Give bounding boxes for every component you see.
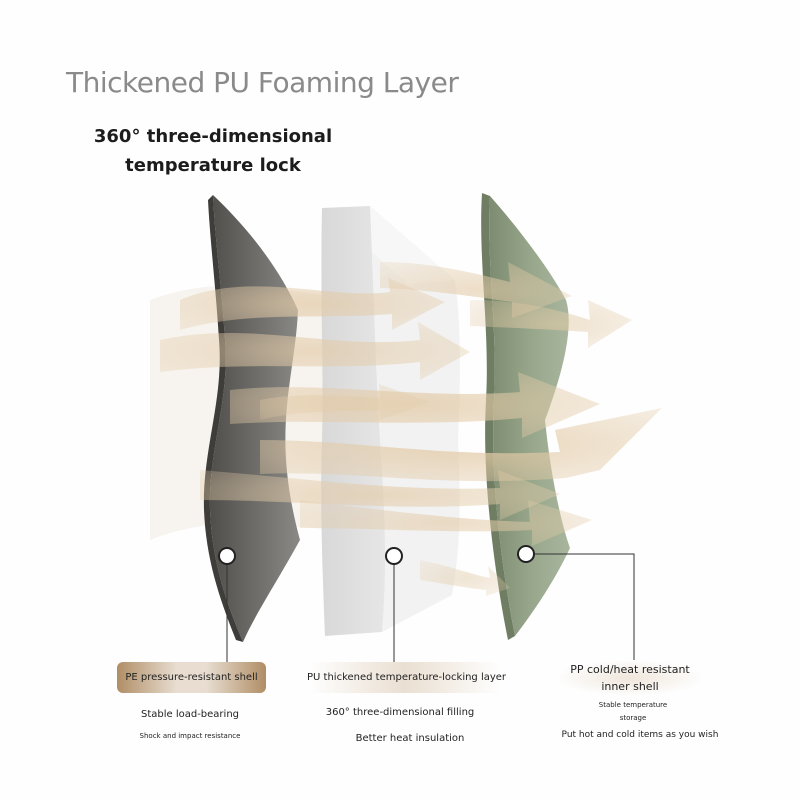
marker-pe <box>218 547 236 565</box>
pu-detail-2: Better heat insulation <box>355 733 465 744</box>
pp-detail-1: Stable temperature <box>598 701 668 709</box>
pu-detail-1: 360° three-dimensional filling <box>325 707 475 718</box>
pp-detail-3: Put hot and cold items as you wish <box>561 730 719 740</box>
marker-pp <box>517 545 535 563</box>
page-subtitle: 360° three-dimensional temperature lock <box>93 126 333 176</box>
pe-detail-2: Shock and impact resistance <box>139 732 241 740</box>
pp-shell-label: PP cold/heat resistant inner shell <box>560 661 700 695</box>
heat-flow-arrows <box>160 262 662 596</box>
pe-detail-1: Stable load-bearing <box>140 709 240 720</box>
marker-pu <box>385 547 403 565</box>
pu-layer-label: PU thickened temperature-locking layer <box>307 662 506 693</box>
pe-shell-label: PE pressure-resistant shell <box>117 662 266 693</box>
pp-detail-2: storage <box>619 714 647 722</box>
callout-pp <box>517 545 635 660</box>
page-title: Thickened PU Foaming Layer <box>66 66 459 99</box>
callout-pu <box>385 547 403 662</box>
callout-pe <box>218 547 236 662</box>
